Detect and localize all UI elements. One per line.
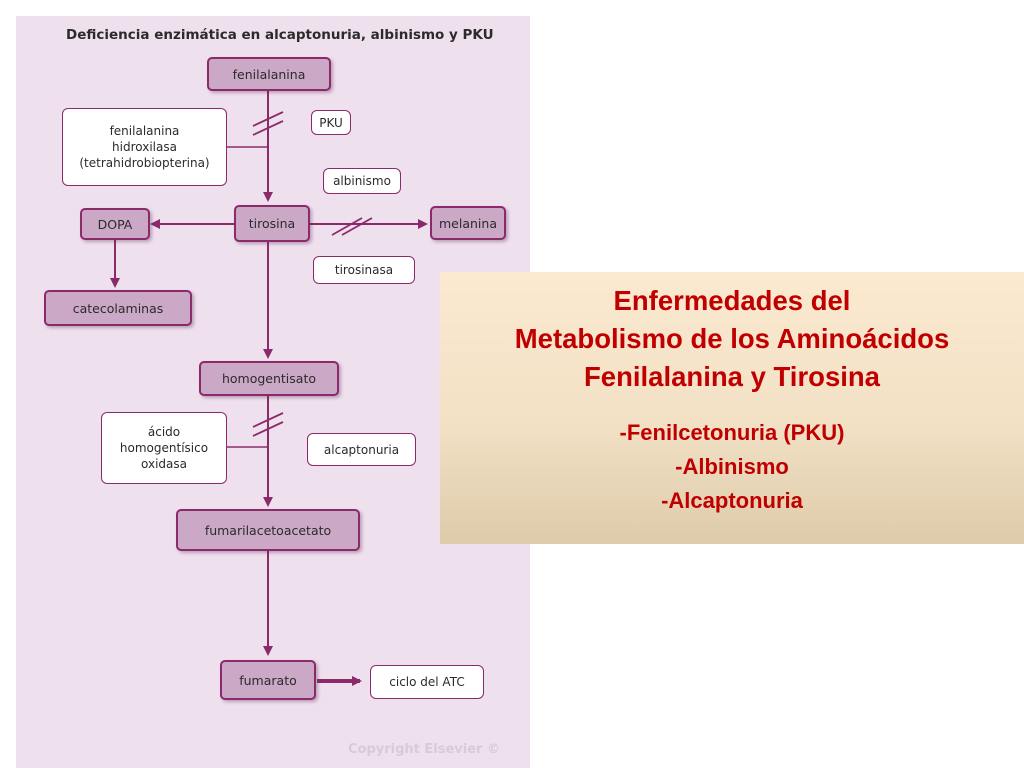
copyright-watermark: Copyright Elsevier ©: [348, 742, 500, 757]
molecule-tirosina: tirosina: [234, 205, 310, 242]
slide-title-line: Enfermedades del: [613, 285, 851, 316]
molecule-fumarilacetoacetato: fumarilacetoacetato: [176, 509, 360, 551]
block-mark-alcap: [252, 412, 284, 428]
molecule-fenilalanina: fenilalanina: [207, 57, 331, 91]
enzyme-line: fenilalanina: [109, 124, 180, 138]
disease-list-item: -Albinismo: [675, 454, 789, 479]
enzyme-homogentisico-oxidasa: ácido homogentísico oxidasa: [101, 412, 227, 484]
block-mark-albinism: [341, 217, 373, 236]
enzyme-line: ácido: [147, 425, 181, 439]
slide-title-line: Metabolismo de los Aminoácidos: [514, 323, 950, 354]
enzyme-line: (tetrahidrobiopterina): [79, 156, 210, 170]
slide-title: Enfermedades del Metabolismo de los Amin…: [440, 272, 1024, 396]
block-mark-pku: [252, 111, 284, 127]
disease-list-item: -Alcaptonuria: [661, 488, 803, 513]
disease-pku-label: PKU: [311, 110, 351, 135]
disease-alcaptonuria-label: alcaptonuria: [307, 433, 416, 466]
disease-list-item: -Fenilcetonuria (PKU): [619, 420, 845, 445]
molecule-dopa: DOPA: [80, 208, 150, 240]
enzyme-ciclo-del-atc: ciclo del ATC: [370, 665, 484, 699]
slide-title-line: Fenilalanina y Tirosina: [584, 361, 880, 392]
enzyme-fenilalanina-hidroxilasa: fenilalanina hidroxilasa (tetrahidrobiop…: [62, 108, 227, 186]
slide-text-box: Enfermedades del Metabolismo de los Amin…: [440, 272, 1024, 544]
figure-title: Deficiencia enzimática en alcaptonuria, …: [66, 27, 494, 43]
disease-list: -Fenilcetonuria (PKU) -Albinismo -Alcapt…: [440, 416, 1024, 518]
disease-albinismo-label: albinismo: [323, 168, 401, 194]
enzyme-tirosinasa: tirosinasa: [313, 256, 415, 284]
molecule-melanina: melanina: [430, 206, 506, 240]
molecule-fumarato: fumarato: [220, 660, 316, 700]
block-mark-albinism: [331, 217, 363, 236]
block-mark-alcap: [252, 421, 284, 437]
block-mark-pku: [252, 120, 284, 136]
enzyme-line: oxidasa: [141, 457, 187, 471]
molecule-homogentisato: homogentisato: [199, 361, 339, 396]
enzyme-line: hidroxilasa: [112, 140, 177, 154]
enzyme-line: homogentísico: [119, 441, 209, 455]
molecule-catecolaminas: catecolaminas: [44, 290, 192, 326]
